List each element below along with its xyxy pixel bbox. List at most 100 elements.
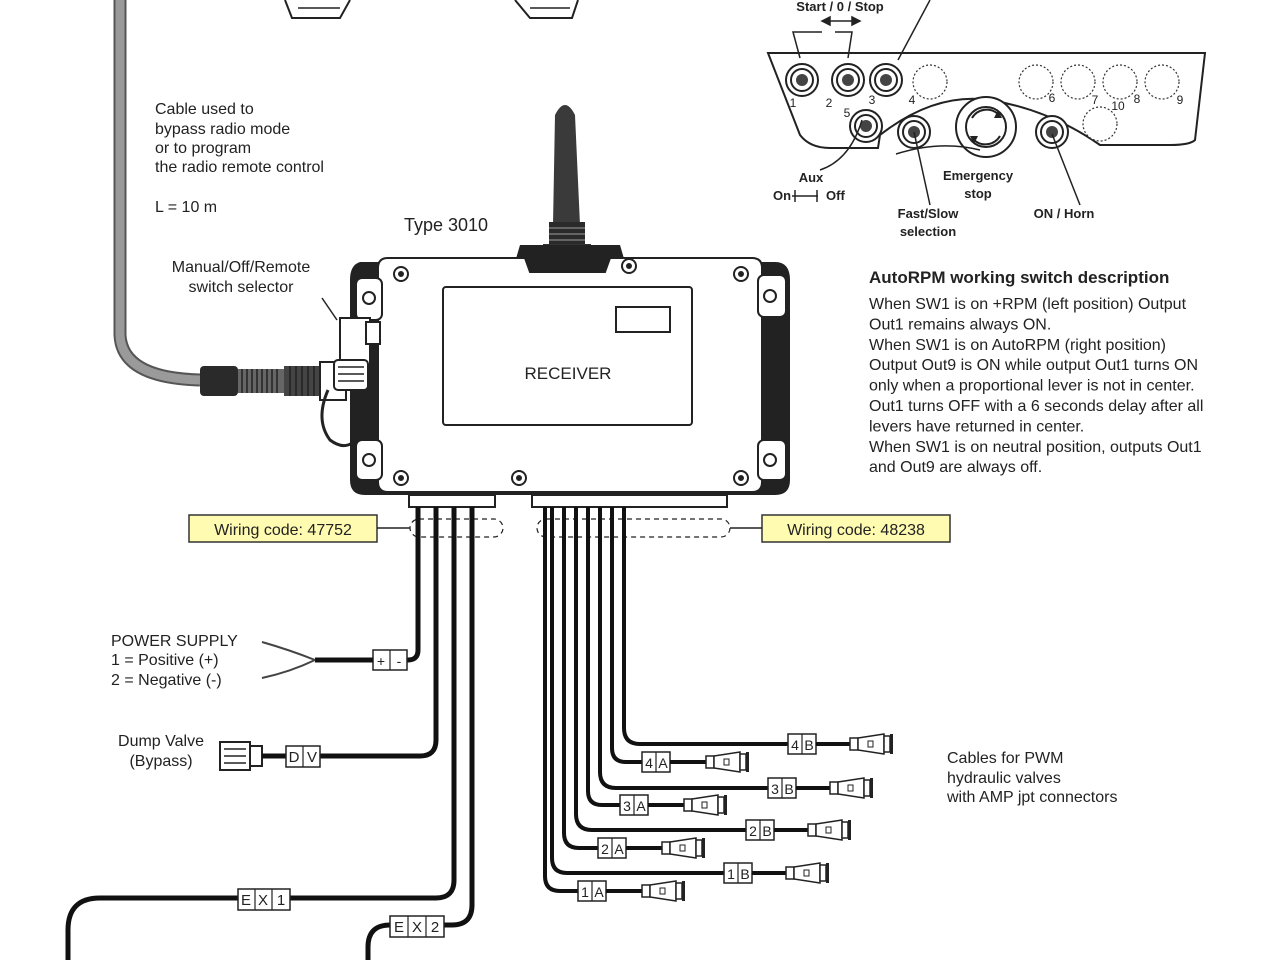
dump-valve-label: Dump Valve (Bypass) xyxy=(118,733,204,770)
ext-tag-letter: 2 xyxy=(431,919,439,936)
empty-button-slot: 7 xyxy=(1060,64,1099,107)
pwm-tag-number: 2 xyxy=(749,823,757,839)
ext-tag-letter: E xyxy=(241,892,251,909)
pwm-tag-letter: B xyxy=(784,781,793,797)
toggle-switch: 3 xyxy=(869,63,903,107)
autorpm-title: AutoRPM working switch description xyxy=(869,268,1169,287)
button-number: 3 xyxy=(869,93,876,107)
dump-valve-tag-letter: V xyxy=(307,749,317,766)
pwm-tag-letter: A xyxy=(658,755,668,771)
amp-connector xyxy=(641,884,651,898)
selector-label-line: switch selector xyxy=(189,279,295,296)
status-window xyxy=(615,306,671,333)
autorpm-line: When SW1 is on AutoRPM (right position) xyxy=(869,337,1166,354)
pwm-tag-number: 3 xyxy=(623,798,631,814)
pwm-note: Cables for PWM hydraulic valves with AMP… xyxy=(946,750,1117,806)
empty-button-slot: 10 xyxy=(1102,64,1138,113)
pwm-note-line: Cables for PWM xyxy=(947,750,1063,767)
ext-tag-letter: X xyxy=(412,919,422,936)
remote-labels: Start / 0 / Stop Aux On Off Emergency st… xyxy=(773,0,1094,239)
pwm-cable-bundle xyxy=(543,507,788,893)
autorpm-line: When SW1 is on +RPM (left position) Outp… xyxy=(869,296,1187,313)
toggle-switch xyxy=(1035,115,1069,149)
start-stop-label: Start / 0 / Stop xyxy=(796,0,883,14)
autorpm-line: levers have returned in center. xyxy=(869,418,1084,435)
cable-note-line: Cable used to xyxy=(155,101,254,118)
top-connector-left xyxy=(284,0,351,19)
pwm-tag-letter: A xyxy=(614,841,624,857)
autorpm-line: When SW1 is on neutral position, outputs… xyxy=(869,439,1202,456)
pwm-tag-number: 3 xyxy=(771,781,779,797)
wiring-code-left: Wiring code: 47752 xyxy=(188,514,378,543)
amp-connector xyxy=(785,866,795,880)
programming-cable xyxy=(113,0,347,401)
power-supply-label: POWER SUPPLY 1 = Positive (+) 2 = Negati… xyxy=(111,633,238,689)
emergency-label: stop xyxy=(964,186,992,201)
amp-connector xyxy=(661,841,671,855)
screw-set xyxy=(393,258,749,486)
pwm-tag-letter: B xyxy=(804,737,813,753)
toggle-switch: 5 xyxy=(844,106,883,143)
pwm-tag-number: 1 xyxy=(581,884,589,900)
wiring-code-right: Wiring code: 48238 xyxy=(761,514,951,543)
power-supply-title: POWER SUPPLY xyxy=(111,633,238,650)
dump-valve-tag-letter: D xyxy=(289,749,300,766)
power-negative-tag: - xyxy=(397,653,402,669)
wiring-code-left-text: Wiring code: 47752 xyxy=(214,522,352,539)
autorpm-description: AutoRPM working switch description When … xyxy=(869,268,1203,476)
dump-valve-lead: D V xyxy=(219,741,321,771)
button-number: 8 xyxy=(1134,92,1141,106)
empty-button-slot xyxy=(1082,106,1118,142)
button-number: 9 xyxy=(1177,93,1184,107)
pwm-tag-letter: B xyxy=(762,823,771,839)
cable-length: L = 10 m xyxy=(155,199,217,216)
ext-tag-1: E X 1 xyxy=(237,888,291,911)
cable-note-line: or to program xyxy=(155,140,251,157)
ext-tag-2: E X 2 xyxy=(389,915,445,938)
wiring-code-right-text: Wiring code: 48238 xyxy=(787,522,925,539)
cable-note-line: bypass radio mode xyxy=(155,121,290,138)
power-supply-negative: 2 = Negative (-) xyxy=(111,672,222,689)
amp-connector xyxy=(705,755,715,769)
pwm-tag-number: 2 xyxy=(601,841,609,857)
ext-tag-letter: 1 xyxy=(277,892,285,909)
button-number: 10 xyxy=(1111,99,1125,113)
receiver-label: RECEIVER xyxy=(525,364,612,383)
selector-label-line: Manual/Off/Remote xyxy=(172,259,311,276)
cable-note-line: the radio remote control xyxy=(155,159,324,176)
pwm-tag-number: 1 xyxy=(727,866,735,882)
top-connector-right xyxy=(514,0,579,19)
button-number: 7 xyxy=(1092,93,1099,107)
selector-label: Manual/Off/Remote switch selector xyxy=(172,259,311,296)
amp-connector xyxy=(807,823,817,837)
toggle-switch: 2 xyxy=(826,63,865,110)
antenna xyxy=(553,105,580,225)
remote-panel: 1 2 35 6 7 10 9 4 8 xyxy=(766,52,1207,158)
autorpm-line: Out1 turns OFF with a 6 seconds delay af… xyxy=(869,398,1203,415)
button-number: 1 xyxy=(790,96,797,110)
aux-off-label: Off xyxy=(826,188,845,203)
autorpm-line: and Out9 are always off. xyxy=(869,459,1042,476)
button-number: 2 xyxy=(826,96,833,110)
pwm-tag-letter: B xyxy=(740,866,749,882)
pwm-note-line: with AMP jpt connectors xyxy=(946,789,1117,806)
pwm-tag-number: 4 xyxy=(645,755,653,771)
pwm-note-line: hydraulic valves xyxy=(947,770,1061,787)
empty-button-slot: 9 xyxy=(1144,64,1184,107)
amp-connector xyxy=(683,798,693,812)
toggle-switch: 1 xyxy=(785,63,819,110)
pwm-tag-number: 4 xyxy=(791,737,799,753)
button-number: 4 xyxy=(909,93,916,107)
amp-connector xyxy=(849,737,859,751)
empty-button-slot: 6 xyxy=(1018,64,1056,105)
